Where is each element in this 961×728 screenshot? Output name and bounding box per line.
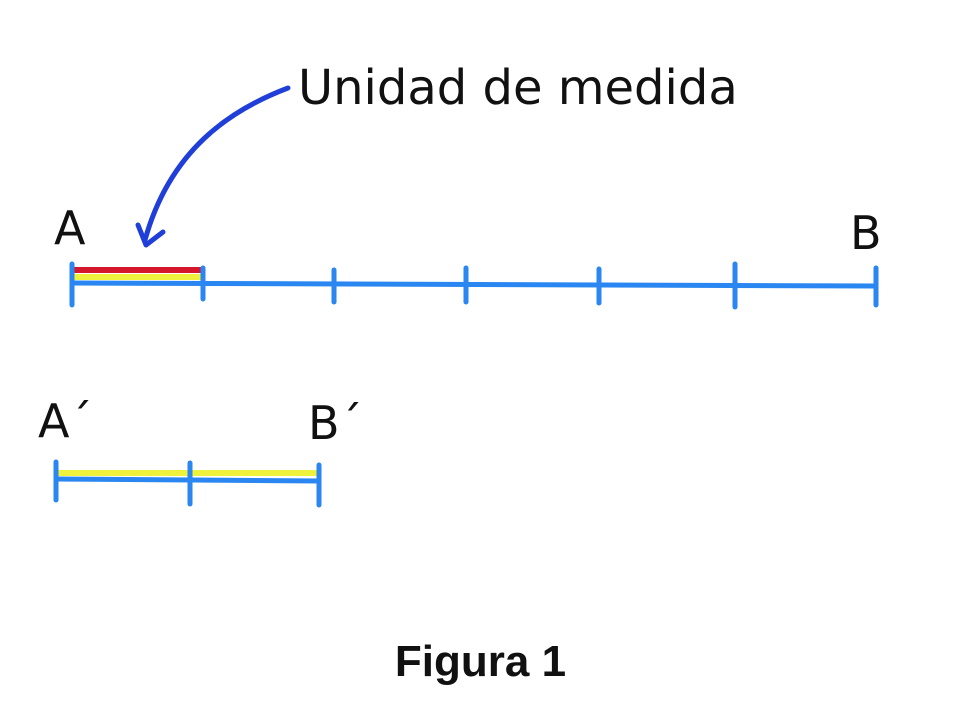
point-a-prime-label: A´ [38, 394, 93, 448]
unit-of-measure-label: Unidad de medida [298, 60, 738, 116]
point-b-prime-label: B´ [308, 396, 363, 450]
segment-ab-line [69, 280, 879, 289]
point-b-label: B [850, 206, 882, 260]
unit-arrow-icon [142, 85, 291, 243]
segment-a-prime-b-prime [53, 459, 322, 508]
unit-arrowhead-icon [135, 222, 166, 248]
figure-caption: Figura 1 [394, 637, 567, 686]
point-a-label: A [54, 201, 86, 255]
segment-ab [69, 261, 879, 310]
